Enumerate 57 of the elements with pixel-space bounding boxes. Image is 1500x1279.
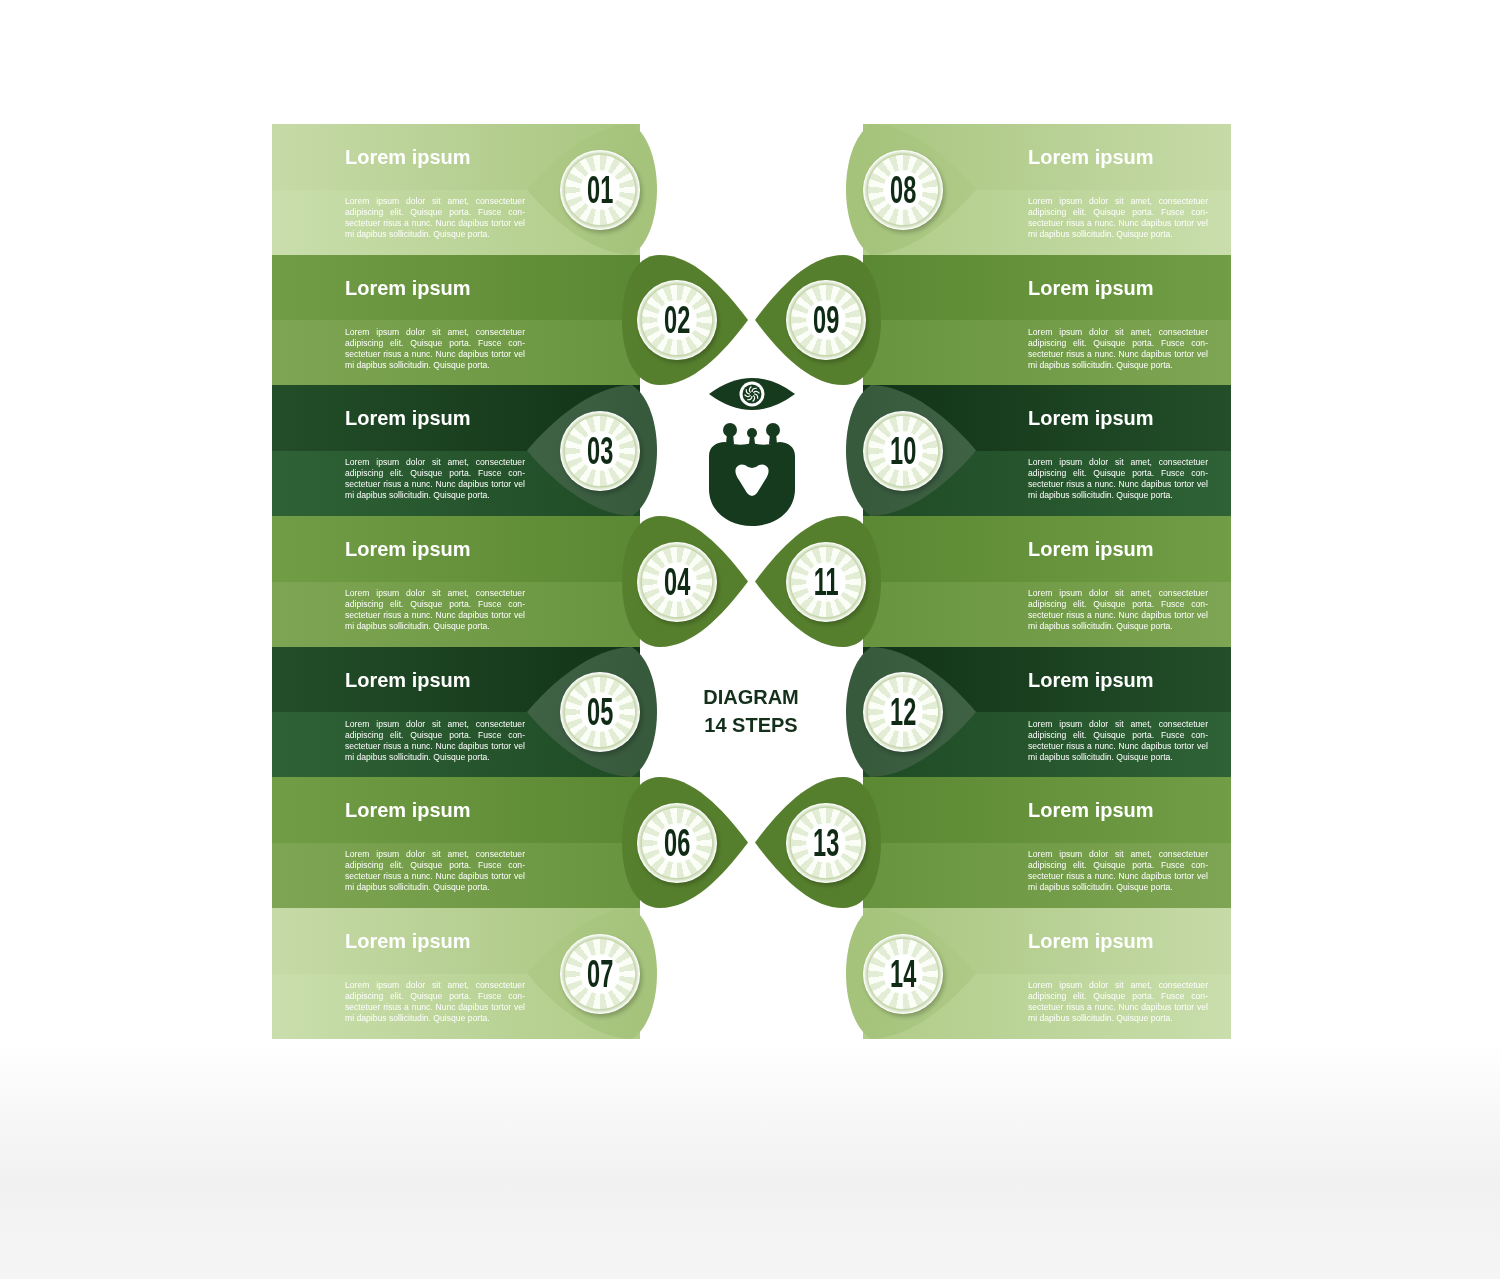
step-title: Lorem ipsum: [1028, 668, 1154, 692]
step-number: 04: [663, 561, 691, 602]
step-title: Lorem ipsum: [345, 406, 471, 430]
step-number: 13: [812, 822, 840, 863]
step-description: Lorem ipsum dolor sit amet, consectetuer adipiscing elit. Quisque porta. Fusce con- sectetuer risus a nunc. Nunc dapibus tortor vel mi dapibus sollicitudin. Quisque porta.: [1028, 588, 1208, 632]
step-band: [272, 516, 748, 647]
step-band: [272, 385, 657, 516]
step-description: Lorem ipsum dolor sit amet, consectetuer adipiscing elit. Quisque porta. Fusce con- sectetuer risus a nunc. Nunc dapibus tortor vel mi dapibus sollicitudin. Quisque porta.: [345, 849, 525, 893]
step-description: Lorem ipsum dolor sit amet, consectetuer adipiscing elit. Quisque porta. Fusce con- sectetuer risus a nunc. Nunc dapibus tortor vel mi dapibus sollicitudin. Quisque porta.: [1028, 327, 1208, 371]
step-number: 12: [889, 692, 917, 732]
step-description: Lorem ipsum dolor sit amet, consectetuer adipiscing elit. Quisque porta. Fusce con- sectetuer risus a nunc. Nunc dapibus tortor vel mi dapibus sollicitudin. Quisque porta.: [345, 588, 525, 632]
step-description: Lorem ipsum dolor sit amet, consectetuer adipiscing elit. Quisque porta. Fusce con- sectetuer risus a nunc. Nunc dapibus tortor vel mi dapibus sollicitudin. Quisque porta.: [345, 327, 525, 371]
step-title: Lorem ipsum: [345, 145, 471, 169]
step-title: Lorem ipsum: [345, 276, 471, 300]
step-number: 06: [663, 822, 691, 863]
step-title: Lorem ipsum: [1028, 798, 1154, 822]
step-description: Lorem ipsum dolor sit amet, consectetuer adipiscing elit. Quisque porta. Fusce con- sectetuer risus a nunc. Nunc dapibus tortor vel mi dapibus sollicitudin. Quisque porta.: [1028, 196, 1208, 240]
step-band: [272, 647, 657, 777]
step-band: [272, 908, 657, 1039]
step-description: Lorem ipsum dolor sit amet, consectetuer adipiscing elit. Quisque porta. Fusce con- sectetuer risus a nunc. Nunc dapibus tortor vel mi dapibus sollicitudin. Quisque porta.: [345, 980, 525, 1024]
step-number: 08: [889, 169, 917, 210]
step-description: Lorem ipsum dolor sit amet, consectetuer adipiscing elit. Quisque porta. Fusce con- sectetuer risus a nunc. Nunc dapibus tortor vel mi dapibus sollicitudin. Quisque porta.: [345, 719, 525, 763]
step-band: [272, 255, 748, 385]
step-number: 02: [663, 300, 691, 340]
diagram-title: DIAGRAM 14 STEPS: [702, 685, 800, 738]
step-number: 07: [586, 953, 614, 994]
step-title: Lorem ipsum: [1028, 929, 1154, 953]
step-band: [272, 777, 748, 908]
step-band: [755, 516, 1231, 647]
step-number: 05: [586, 692, 614, 732]
step-number: 03: [586, 430, 614, 471]
step-number: 01: [586, 169, 614, 210]
step-band: [755, 255, 1231, 385]
step-title: Lorem ipsum: [345, 668, 471, 692]
step-band: [846, 908, 1231, 1039]
step-title: Lorem ipsum: [1028, 145, 1154, 169]
step-title: Lorem ipsum: [345, 929, 471, 953]
step-number: 10: [889, 430, 917, 471]
step-band: [846, 385, 1231, 516]
step-number: 09: [812, 300, 840, 340]
step-title: Lorem ipsum: [1028, 276, 1154, 300]
step-title: Lorem ipsum: [345, 537, 471, 561]
step-description: Lorem ipsum dolor sit amet, consectetuer adipiscing elit. Quisque porta. Fusce con- sectetuer risus a nunc. Nunc dapibus tortor vel mi dapibus sollicitudin. Quisque porta.: [1028, 719, 1208, 763]
step-band: [272, 124, 657, 255]
step-band: [755, 777, 1231, 908]
step-description: Lorem ipsum dolor sit amet, consectetuer adipiscing elit. Quisque porta. Fusce con- sectetuer risus a nunc. Nunc dapibus tortor vel mi dapibus sollicitudin. Quisque porta.: [345, 457, 525, 501]
step-title: Lorem ipsum: [1028, 537, 1154, 561]
step-band: [846, 647, 1231, 777]
step-band: [846, 124, 1231, 255]
step-description: Lorem ipsum dolor sit amet, consectetuer adipiscing elit. Quisque porta. Fusce con- sectetuer risus a nunc. Nunc dapibus tortor vel mi dapibus sollicitudin. Quisque porta.: [1028, 980, 1208, 1024]
step-title: Lorem ipsum: [345, 798, 471, 822]
step-number: 11: [813, 561, 839, 602]
step-description: Lorem ipsum dolor sit amet, consectetuer adipiscing elit. Quisque porta. Fusce con- sectetuer risus a nunc. Nunc dapibus tortor vel mi dapibus sollicitudin. Quisque porta.: [1028, 457, 1208, 501]
step-description: Lorem ipsum dolor sit amet, consectetuer adipiscing elit. Quisque porta. Fusce con- sectetuer risus a nunc. Nunc dapibus tortor vel mi dapibus sollicitudin. Quisque porta.: [345, 196, 525, 240]
step-number: 14: [889, 953, 917, 994]
step-description: Lorem ipsum dolor sit amet, consectetuer adipiscing elit. Quisque porta. Fusce con- sectetuer risus a nunc. Nunc dapibus tortor vel mi dapibus sollicitudin. Quisque porta.: [1028, 849, 1208, 893]
step-title: Lorem ipsum: [1028, 406, 1154, 430]
